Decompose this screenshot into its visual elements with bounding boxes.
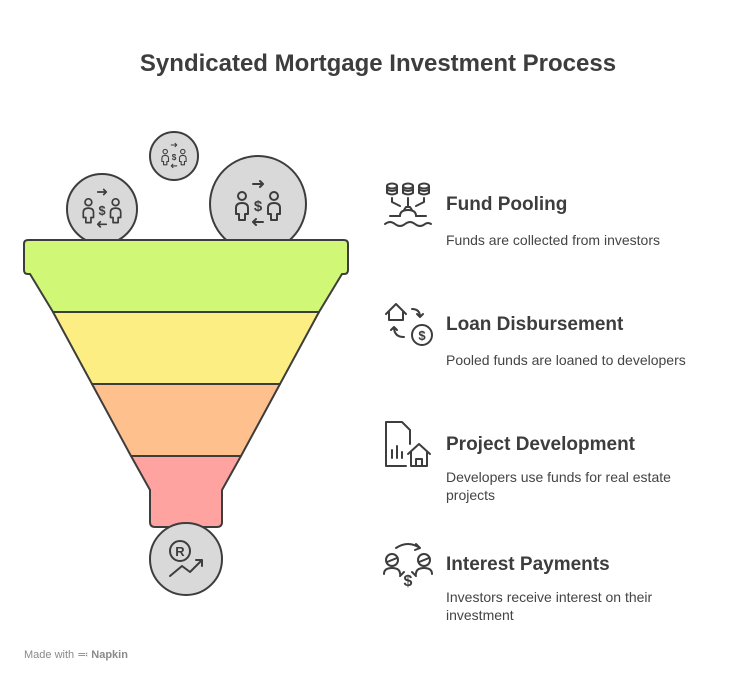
footer-prefix: Made with bbox=[24, 649, 75, 661]
step-title: Fund Pooling bbox=[446, 194, 568, 215]
step-title: Interest Payments bbox=[446, 554, 610, 575]
footer-brand: Napkin bbox=[91, 649, 128, 661]
investor-bubble-small bbox=[149, 131, 199, 181]
page-title: Syndicated Mortgage Investment Process bbox=[139, 50, 617, 77]
step-title: Loan Disbursement bbox=[446, 314, 624, 335]
returns-bubble: R bbox=[149, 522, 223, 596]
step-description: Investors receive interest on their inve… bbox=[446, 589, 653, 623]
footer-credit: Made with ≕ Napkin bbox=[24, 648, 128, 661]
investor-bubble-right bbox=[209, 155, 307, 253]
step-title: Project Development bbox=[446, 434, 635, 455]
funnel-layer-fund-pooling bbox=[23, 239, 349, 313]
funnel-layer-loan-disbursement bbox=[52, 311, 320, 385]
fund-pooling-icon bbox=[384, 182, 432, 227]
svg-text:$: $ bbox=[418, 328, 426, 343]
napkin-logo-icon: ≕ bbox=[77, 649, 89, 661]
step-description: Pooled funds are loaned to developers bbox=[446, 352, 686, 368]
project-development-icon bbox=[385, 421, 431, 467]
funnel-layer-interest-payments bbox=[130, 455, 242, 528]
funnel-layer-project-development bbox=[91, 383, 281, 457]
investor-bubble-left bbox=[66, 173, 138, 245]
loan-disbursement-icon: $ bbox=[385, 303, 433, 346]
svg-text:R: R bbox=[175, 544, 185, 559]
svg-text:$: $ bbox=[404, 573, 413, 590]
step-description: Funds are collected from investors bbox=[446, 232, 660, 248]
interest-payments-icon: $ bbox=[383, 543, 433, 590]
step-description: Developers use funds for real estate pro… bbox=[446, 469, 671, 503]
